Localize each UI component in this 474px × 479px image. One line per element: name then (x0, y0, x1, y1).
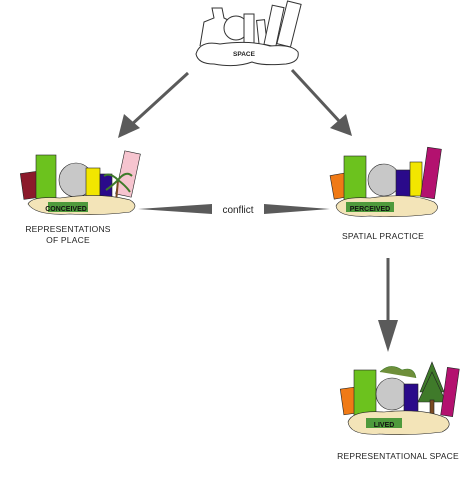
space-label: SPACE (233, 51, 256, 58)
lived-caption: REPRESENTATIONAL SPACE (337, 451, 459, 461)
conceived-badge: CONCEIVED (45, 206, 87, 213)
perceived-grass-strip (346, 202, 394, 212)
conceived-caption-line1: REPRESENTATIONS (25, 224, 111, 234)
conceived-node: CONCEIVED (19, 150, 141, 215)
conceived-city-icon (19, 150, 141, 215)
perceived-caption: SPATIAL PRACTICE (342, 231, 424, 241)
conceived-caption: REPRESENTATIONS OF PLACE (18, 224, 118, 246)
space-node: SPACE (195, 0, 302, 67)
arrow-perceived-to-lived (378, 258, 398, 352)
space-city-outline-icon (195, 0, 302, 67)
arrow-space-to-perceived (290, 68, 352, 136)
perceived-node: PERCEIVED (329, 146, 442, 217)
conflict-double-arrow: conflict (138, 204, 330, 216)
conflict-label: conflict (222, 205, 253, 216)
lived-node: LIVED (339, 361, 460, 435)
conceived-caption-line2: OF PLACE (46, 235, 90, 245)
lived-badge: LIVED (374, 422, 395, 429)
perceived-badge: PERCEIVED (350, 206, 390, 213)
arrow-space-to-conceived (118, 71, 190, 138)
lived-grass-strip (366, 418, 402, 428)
conceived-grass-strip (48, 202, 88, 212)
